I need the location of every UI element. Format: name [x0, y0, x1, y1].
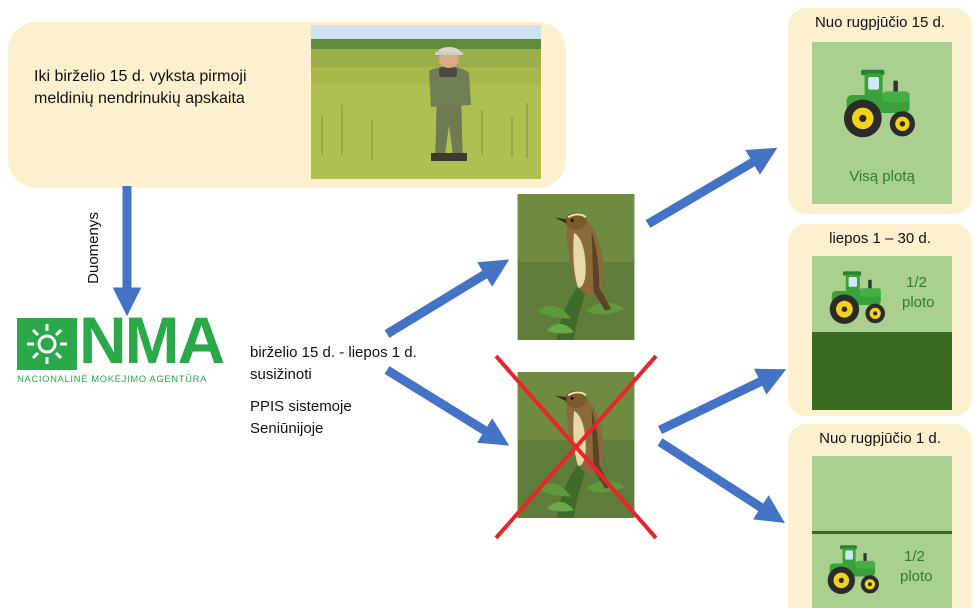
survey-panel: Iki birželio 15 d. vyksta pirmoji meldin… — [8, 22, 566, 188]
middle-line-2: susižinoti — [250, 366, 312, 383]
panel-2-unit: ploto — [902, 294, 935, 311]
survey-line-2: meldinių nendrinukių apskaita — [34, 90, 245, 107]
panel-3-field-top — [812, 456, 952, 532]
middle-line-1: birželio 15 d. - liepos 1 d. — [250, 344, 417, 361]
panel-3-field-bottom: 1/2 ploto — [812, 534, 952, 608]
panel-1-title: Nuo rugpjūčio 15 d. — [814, 14, 946, 31]
data-label: Duomenys — [85, 212, 102, 284]
middle-line-4: Seniūnijoje — [250, 420, 324, 437]
survey-text: Iki birželio 15 d. vyksta pirmoji meldin… — [34, 66, 314, 110]
panel-1-field: Visą plotą — [812, 42, 952, 204]
panel-1-caption: Visą plotą — [849, 168, 915, 185]
panel-full-area: Nuo rugpjūčio 15 d. Visą plotą — [788, 8, 972, 214]
panel-half-july: liepos 1 – 30 d. 1/2 ploto — [788, 224, 972, 416]
panel-2-title: liepos 1 – 30 d. — [829, 230, 931, 247]
panel-3-title: Nuo rugpjūčio 1 d. — [819, 430, 941, 447]
panel-3-unit: ploto — [900, 568, 933, 585]
arrow-to-panel-2 — [658, 368, 787, 435]
tractor-icon — [843, 69, 915, 138]
nma-logo: NMA NACIONALINĖ MOKĖJIMO AGENTŪRA — [17, 304, 242, 392]
arrow-to-panel-3 — [657, 438, 785, 523]
nma-subtitle: NACIONALINĖ MOKĖJIMO AGENTŪRA — [17, 374, 208, 385]
tractor-icon — [827, 545, 879, 595]
panel-2-field-top: 1/2 ploto — [812, 256, 952, 332]
panel-3-divider — [812, 531, 952, 534]
bird-photo — [516, 194, 636, 340]
surveyor-photo — [311, 25, 541, 179]
arrow-to-panel-1 — [645, 147, 778, 228]
panel-2-fraction: 1/2 — [906, 274, 927, 291]
panel-2-field-mowed — [812, 332, 952, 410]
middle-text: birželio 15 d. - liepos 1 d. susižinoti … — [250, 342, 510, 440]
survey-line-1: Iki birželio 15 d. vyksta pirmoji — [34, 68, 247, 85]
panel-3-fraction: 1/2 — [904, 548, 925, 565]
red-cross-icon — [494, 354, 658, 540]
panel-half-august: Nuo rugpjūčio 1 d. 1/2 ploto — [788, 424, 972, 608]
sun-icon — [17, 318, 77, 370]
nma-letters: NMA — [79, 303, 225, 377]
tractor-icon — [829, 271, 885, 324]
arrow-to-bird — [384, 259, 510, 338]
middle-line-3: PPIS sistemoje — [250, 398, 352, 415]
